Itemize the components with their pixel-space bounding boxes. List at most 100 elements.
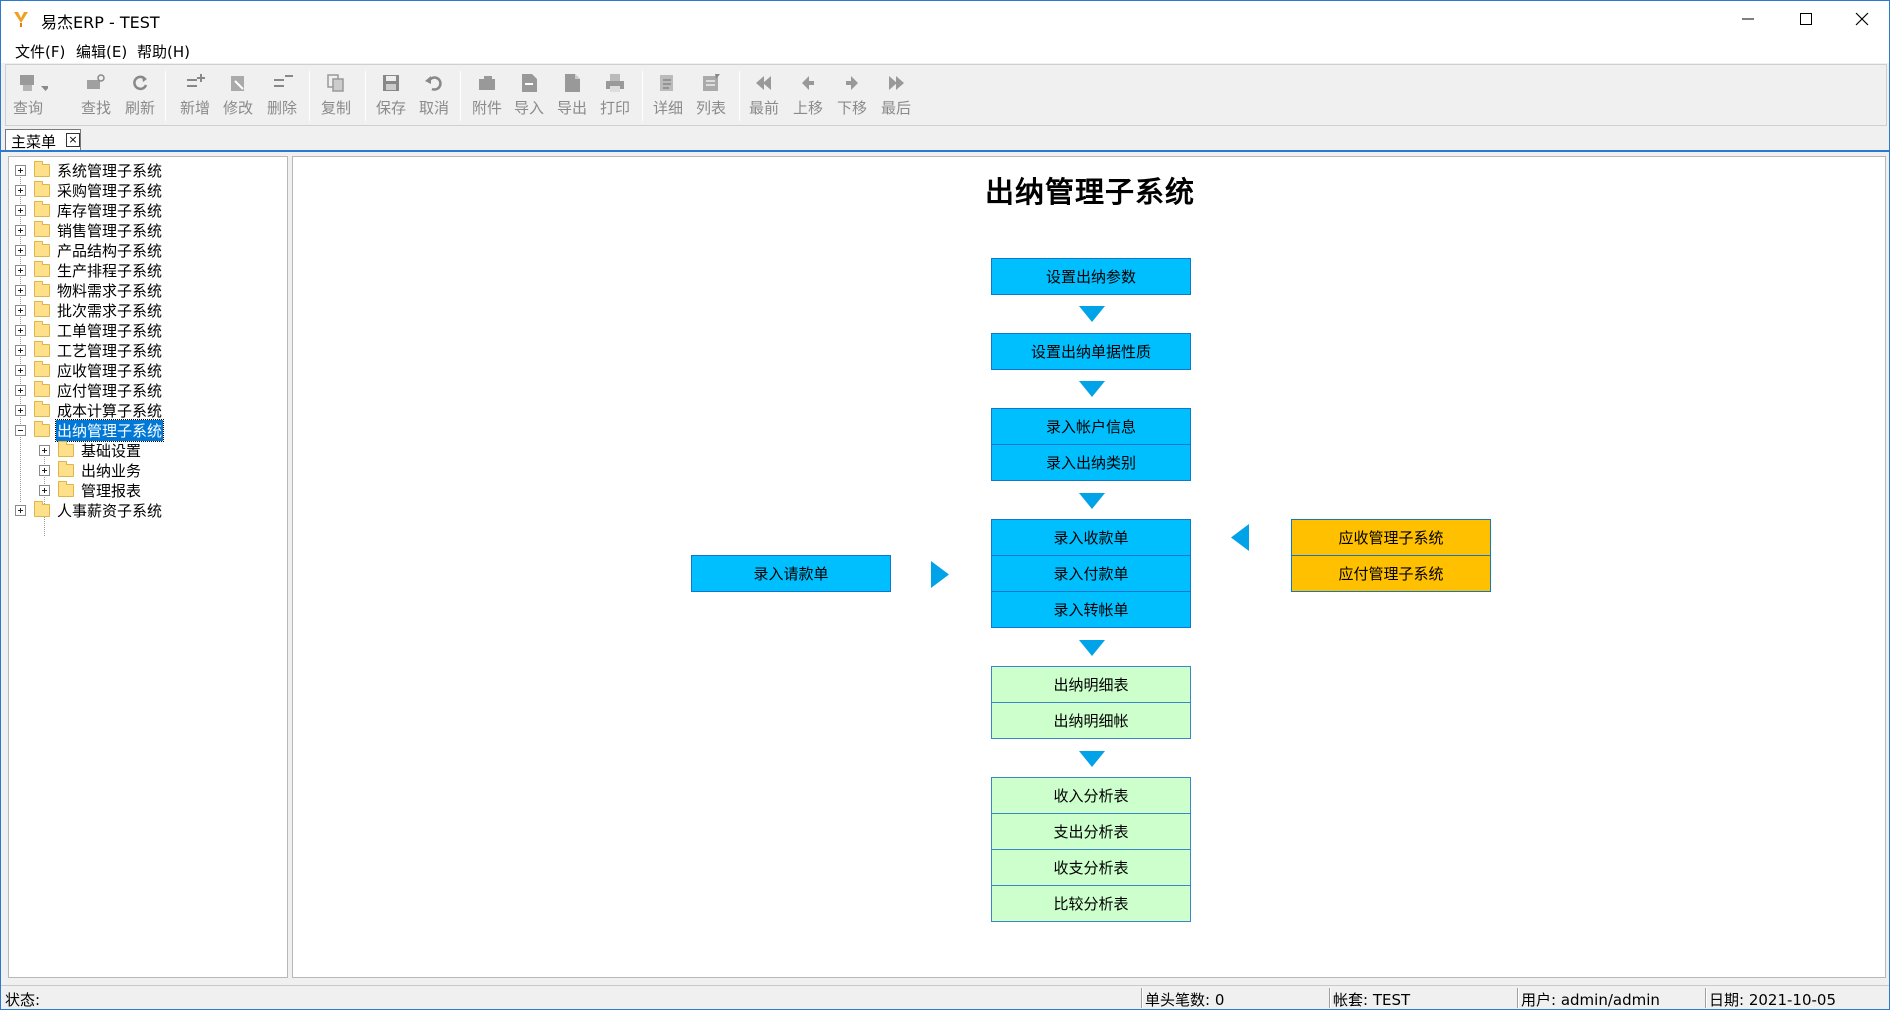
expand-icon[interactable] [15, 224, 26, 236]
tree-node-sales[interactable]: 销售管理子系统 [15, 220, 163, 240]
flow-enter-payment[interactable]: 录入付款单 [991, 555, 1191, 592]
flow-income-expense-analysis[interactable]: 收支分析表 [991, 849, 1191, 886]
expand-icon[interactable] [15, 184, 26, 196]
tree-node-cashier[interactable]: 出纳管理子系统 [15, 418, 165, 442]
expand-icon[interactable] [15, 384, 26, 396]
expand-icon[interactable] [15, 364, 26, 376]
delete-button[interactable]: 删除 [260, 69, 304, 123]
close-button[interactable] [1835, 1, 1889, 37]
cancel-button[interactable]: 取消 [412, 69, 456, 123]
tree-node-cashier-business[interactable]: 出纳业务 [39, 460, 142, 480]
navigation-tree: 系统管理子系统 采购管理子系统 库存管理子系统 销售管理子系统 产品结构子系统 … [8, 156, 288, 978]
flow-payable-subsystem[interactable]: 应付管理子系统 [1291, 555, 1491, 592]
status-separator [1141, 988, 1143, 1008]
tree-node-cost[interactable]: 成本计算子系统 [15, 400, 163, 420]
refresh-button[interactable]: 刷新 [118, 69, 162, 123]
expand-icon[interactable] [15, 204, 26, 216]
expand-icon[interactable] [15, 404, 26, 416]
flow-expense-analysis[interactable]: 支出分析表 [991, 813, 1191, 850]
last-button[interactable]: 最后 [874, 69, 918, 123]
flow-cashier-detail-ledger[interactable]: 出纳明细帐 [991, 702, 1191, 739]
collapse-icon[interactable] [15, 424, 26, 436]
tree-node-workorder[interactable]: 工单管理子系统 [15, 320, 163, 340]
first-button[interactable]: 最前 [742, 69, 786, 123]
tree-node-bom[interactable]: 产品结构子系统 [15, 240, 163, 260]
flow-receivable-subsystem[interactable]: 应收管理子系统 [1291, 519, 1491, 556]
flow-enter-transfer[interactable]: 录入转帐单 [991, 591, 1191, 628]
toolbar: 查询 查找 刷新 新增 修改 删除 复制 保存 [5, 64, 1887, 126]
tree-node-management-reports[interactable]: 管理报表 [39, 480, 142, 500]
window-title: 易杰ERP - TEST [41, 13, 160, 32]
flow-set-doc-property[interactable]: 设置出纳单据性质 [991, 333, 1191, 370]
expand-icon[interactable] [15, 264, 26, 276]
edit-button[interactable]: 修改 [216, 69, 260, 123]
tree-node-receivable[interactable]: 应收管理子系统 [15, 360, 163, 380]
move-down-button[interactable]: 下移 [830, 69, 874, 123]
expand-icon[interactable] [15, 284, 26, 296]
tree-node-mrp[interactable]: 物料需求子系统 [15, 280, 163, 300]
folder-icon [34, 240, 50, 257]
folder-icon [34, 300, 50, 317]
save-button[interactable]: 保存 [369, 69, 413, 123]
toolbar-separator [642, 71, 643, 121]
query-button[interactable]: 查询 [7, 69, 55, 123]
tab-close-button[interactable]: × [66, 133, 80, 147]
menu-help[interactable]: 帮助(H) [137, 43, 190, 61]
arrow-down-icon [1079, 751, 1105, 767]
expand-icon[interactable] [15, 324, 26, 336]
flow-enter-cashier-category[interactable]: 录入出纳类别 [991, 444, 1191, 481]
tree-node-scheduling[interactable]: 生产排程子系统 [15, 260, 163, 280]
expand-icon[interactable] [15, 504, 26, 516]
list-icon [703, 74, 720, 91]
expand-icon[interactable] [15, 304, 26, 316]
minimize-button[interactable] [1721, 1, 1775, 37]
find-button[interactable]: 查找 [74, 69, 118, 123]
tree-node-purchase[interactable]: 采购管理子系统 [15, 180, 163, 200]
tree-node-batch[interactable]: 批次需求子系统 [15, 300, 163, 320]
status-date: 日期: 2021-10-05 [1709, 991, 1836, 1009]
tree-node-basic-settings[interactable]: 基础设置 [39, 440, 142, 460]
flow-enter-account-info[interactable]: 录入帐户信息 [991, 408, 1191, 445]
flow-comparison-analysis[interactable]: 比较分析表 [991, 885, 1191, 922]
undo-icon [425, 76, 442, 91]
down-icon [846, 76, 858, 90]
expand-icon[interactable] [15, 164, 26, 176]
expand-icon[interactable] [15, 244, 26, 256]
move-up-button[interactable]: 上移 [786, 69, 830, 123]
expand-icon[interactable] [39, 484, 50, 496]
flow-enter-payment-request[interactable]: 录入请款单 [691, 555, 891, 592]
list-button[interactable]: 列表 [689, 69, 733, 123]
copy-button[interactable]: 复制 [314, 69, 358, 123]
attachment-button[interactable]: 附件 [465, 69, 509, 123]
arrow-left-icon [1231, 524, 1249, 551]
flow-cashier-detail-report[interactable]: 出纳明细表 [991, 666, 1191, 703]
maximize-button[interactable] [1779, 1, 1833, 37]
flow-enter-receipt[interactable]: 录入收款单 [991, 519, 1191, 556]
expand-icon[interactable] [39, 464, 50, 476]
detail-button[interactable]: 详细 [646, 69, 690, 123]
menu-edit[interactable]: 编辑(E) [76, 43, 128, 61]
tree-node-payable[interactable]: 应付管理子系统 [15, 380, 163, 400]
tree-node-hr-payroll[interactable]: 人事薪资子系统 [15, 500, 163, 520]
folder-icon [34, 400, 50, 417]
folder-icon [34, 360, 50, 377]
export-button[interactable]: 导出 [550, 69, 594, 123]
add-button[interactable]: 新增 [173, 69, 217, 123]
refresh-icon [133, 75, 148, 91]
expand-icon[interactable] [15, 344, 26, 356]
tree-node-inventory[interactable]: 库存管理子系统 [15, 200, 163, 220]
tree-node-system[interactable]: 系统管理子系统 [15, 160, 163, 180]
tab-main-menu[interactable]: 主菜单 × [5, 129, 81, 151]
flow-income-analysis[interactable]: 收入分析表 [991, 777, 1191, 814]
status-label: 状态: [5, 991, 41, 1009]
expand-icon[interactable] [39, 444, 50, 456]
tree-node-process[interactable]: 工艺管理子系统 [15, 340, 163, 360]
print-button[interactable]: 打印 [593, 69, 637, 123]
import-icon [522, 74, 537, 92]
arrow-down-icon [1079, 306, 1105, 322]
flow-set-cashier-params[interactable]: 设置出纳参数 [991, 258, 1191, 295]
import-button[interactable]: 导入 [507, 69, 551, 123]
folder-icon [34, 200, 50, 217]
menu-file[interactable]: 文件(F) [15, 43, 66, 61]
toolbar-separator [739, 71, 740, 121]
